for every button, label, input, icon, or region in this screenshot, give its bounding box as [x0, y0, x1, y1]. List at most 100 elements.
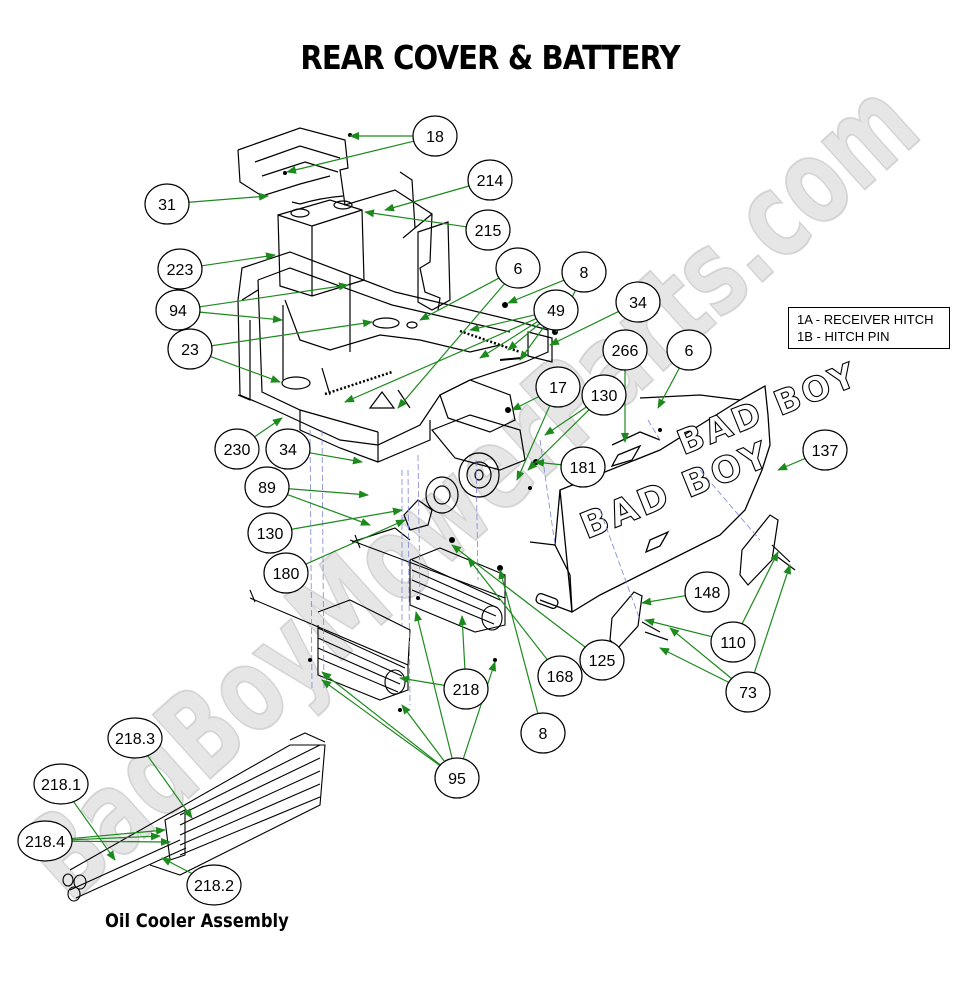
- callout-bubble: [535, 366, 581, 408]
- callout-bubble: [560, 446, 606, 488]
- callout-bubble: [666, 329, 712, 371]
- callout-number: 34: [629, 295, 647, 312]
- callout-bubble: [412, 115, 458, 157]
- callout-number: 218.3: [115, 731, 155, 748]
- callout-leader-218.3: [147, 755, 193, 819]
- callout-leader-218.4: [71, 832, 161, 841]
- callout-number: 125: [589, 653, 616, 670]
- callout-number: 34: [279, 442, 297, 459]
- callout-leader-110: [741, 551, 779, 625]
- callout-bubble: [533, 289, 579, 331]
- callout-number: 49: [547, 303, 565, 320]
- callout-leader-23: [210, 355, 281, 383]
- callout-leader-215: [364, 209, 467, 228]
- callout-125: 125: [579, 639, 625, 681]
- callout-94: 94: [155, 289, 201, 331]
- callout-18: 18: [412, 115, 458, 157]
- callout-leader-95: [401, 704, 446, 762]
- callout-leader-34: [309, 452, 363, 465]
- callout-leader-49: [344, 318, 537, 403]
- callout-bubble: [684, 571, 730, 613]
- callout-95: 95: [434, 757, 480, 799]
- callout-8: 8: [520, 712, 566, 754]
- callout-218.2: 218.2: [186, 864, 242, 906]
- callout-leader-94: [199, 311, 283, 324]
- callout-leader-137: [777, 457, 806, 471]
- callout-bubble: [247, 512, 293, 554]
- callout-bubble: [802, 429, 848, 471]
- callout-number: 218.4: [25, 834, 65, 851]
- callout-leader-73: [753, 564, 791, 674]
- callout-leader-180: [305, 519, 406, 565]
- callout-bubble: [167, 328, 213, 370]
- callout-168: 168: [537, 655, 583, 697]
- callout-223: 223: [157, 248, 203, 290]
- callout-leader-94: [199, 282, 349, 308]
- legend-item-hitch-pin: 1B - HITCH PIN: [797, 329, 890, 344]
- callout-218.4: 218.4: [17, 820, 73, 862]
- callout-130: 130: [247, 512, 293, 554]
- callout-leader-95: [321, 679, 441, 767]
- callout-leader-148: [641, 595, 686, 606]
- callout-leader-8: [498, 569, 539, 714]
- callout-number: 110: [720, 635, 746, 652]
- callout-leader-230: [254, 417, 283, 438]
- callout-leader-89: [288, 488, 369, 499]
- callout-number: 180: [273, 566, 300, 583]
- callout-6: 6: [495, 247, 541, 289]
- callout-89: 89: [244, 466, 290, 508]
- oil-coolers: [62, 534, 506, 902]
- callout-number: 18: [426, 129, 444, 146]
- callout-6: 6: [666, 329, 712, 371]
- callout-number: 215: [475, 223, 502, 240]
- callout-bubble: [537, 655, 583, 697]
- callout-bubble: [725, 671, 771, 713]
- callout-bubble: [520, 712, 566, 754]
- callout-leader-73: [669, 627, 733, 680]
- callout-leader-31: [188, 192, 269, 203]
- callout-110: 110: [710, 621, 756, 663]
- callout-number: 89: [258, 480, 276, 497]
- callout-number: 23: [181, 342, 199, 359]
- callout-180: 180: [263, 552, 309, 594]
- callout-leader-18: [286, 140, 414, 174]
- callout-leader-49: [469, 314, 535, 332]
- callout-number: 148: [694, 585, 721, 602]
- callout-bubble: [602, 329, 648, 371]
- callout-bubble: [155, 289, 201, 331]
- callout-leader-218: [399, 675, 445, 686]
- callout-number: 6: [685, 343, 694, 360]
- callout-bubble: [443, 668, 489, 710]
- callout-bubble: [263, 552, 309, 594]
- callout-34: 34: [615, 281, 661, 323]
- callout-leader-49: [479, 320, 539, 359]
- callout-number: 214: [477, 173, 504, 190]
- callout-leader-95: [414, 611, 453, 759]
- callout-leader-23: [211, 319, 373, 347]
- callout-218.1: 218.1: [33, 763, 89, 805]
- callout-bubble: [33, 763, 89, 805]
- callout-bubble: [710, 621, 756, 663]
- callout-leader-218.2: [161, 857, 193, 875]
- callout-leader-8: [507, 279, 565, 304]
- callout-bubble: [214, 428, 260, 470]
- callout-leader-6: [397, 283, 505, 409]
- callout-number: 168: [547, 669, 574, 686]
- pulley-assembly: [351, 414, 526, 543]
- page-title: REAR COVER & BATTERY: [300, 38, 680, 77]
- callout-leader-95: [321, 671, 441, 766]
- callout-leader-49: [519, 326, 545, 361]
- callout-bubble: [17, 820, 73, 862]
- callout-218: 218: [443, 668, 489, 710]
- oil-cooler-caption: Oil Cooler Assembly: [105, 910, 289, 932]
- callout-leader-17: [511, 396, 539, 411]
- legend-item-receiver-hitch: 1A - RECEIVER HITCH: [797, 312, 934, 327]
- callout-leader-6: [419, 277, 500, 321]
- callout-leader-218.4: [71, 826, 166, 840]
- callout-bubble: [495, 247, 541, 289]
- callout-bubble: [186, 864, 242, 906]
- callout-23: 23: [167, 328, 213, 370]
- callout-leader-218: [458, 615, 467, 670]
